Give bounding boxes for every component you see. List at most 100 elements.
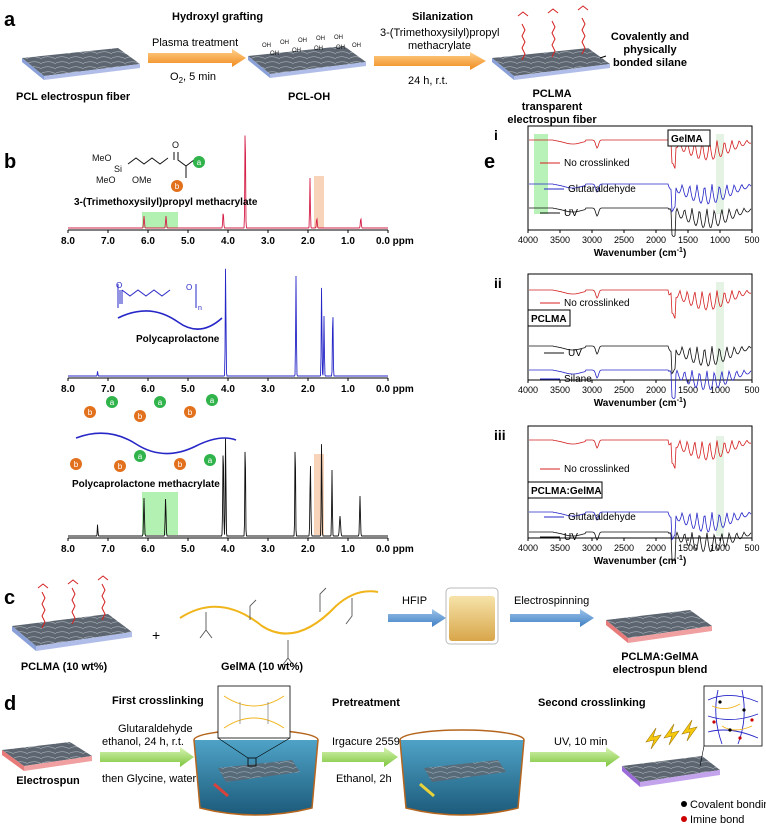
note-line3: bonded silane <box>613 57 687 69</box>
nmr-tick-label: 0.0 ppm <box>376 384 414 395</box>
ftir-trace-iii <box>529 531 752 562</box>
svg-text:OH: OH <box>298 38 307 44</box>
ftir-tick-label: 500 <box>744 235 759 245</box>
nmr-tick-label: 4.0 <box>221 384 235 395</box>
nmr-tick-label: 8.0 <box>61 544 75 555</box>
note-line1: Covalently and <box>611 31 689 43</box>
c-label-pclma: PCLMA (10 wt%) <box>21 661 108 673</box>
ftir-highlight <box>534 134 548 214</box>
nmr-tick-label: 6.0 <box>141 236 155 247</box>
highlight-orange-3 <box>314 454 324 535</box>
label-electrospun-fiber: electrospun fiber <box>507 114 597 126</box>
pcl-structure <box>117 284 223 330</box>
nmr-tick-label: 8.0 <box>61 236 75 247</box>
nmr-tick-label: 2.0 <box>301 384 315 395</box>
panel-label-e: e <box>484 151 495 173</box>
c-result1: PCLMA:GelMA <box>621 651 699 663</box>
pcl-o-top: O <box>116 281 122 290</box>
ftir-legend-label: No crosslinked <box>564 298 630 309</box>
ftir-tick-label: 2000 <box>646 235 666 245</box>
d-step2-b: Ethanol, 2h <box>336 773 392 785</box>
svg-text:MeO: MeO <box>96 175 116 185</box>
svg-text:a: a <box>138 452 143 461</box>
ftir-trace-ii <box>529 369 752 400</box>
nmr-tick-label: 1.0 <box>341 544 355 555</box>
d-zoom-box <box>217 685 291 759</box>
ftir-tick-label: 500 <box>744 385 759 395</box>
ftir-legend-label: No crosslinked <box>564 464 630 475</box>
ftir-box-iii: PCLMA:GelMA <box>527 481 603 499</box>
nmr-tick-label: 1.0 <box>341 384 355 395</box>
ftir-tick-label: 4000 <box>518 385 538 395</box>
nmr-tick-label: 3.0 <box>261 544 275 555</box>
svg-text:OH: OH <box>352 43 361 49</box>
ftir-sub-iii: iii <box>494 427 506 443</box>
svg-text:b: b <box>118 462 123 471</box>
ftir-trace-iii <box>529 511 752 541</box>
step2-top1: 3-(Trimethoxysilyl)propyl <box>380 27 499 39</box>
pclma-mat <box>492 48 610 80</box>
svg-text:Covalent bonding: Covalent bonding <box>690 799 766 811</box>
d-step3-title: Second crosslinking <box>538 697 646 709</box>
ftir-legend-label: No crosslinked <box>564 158 630 169</box>
ftir-tick-label: 3000 <box>582 385 602 395</box>
svg-text:a: a <box>110 398 115 407</box>
nmr-tick-label: 8.0 <box>61 384 75 395</box>
d-step2-title: Pretreatment <box>332 697 400 709</box>
d-arrow-1 <box>100 747 194 767</box>
ftir-legend-label: Glutaraldehyde <box>568 184 636 195</box>
svg-text:GelMA: GelMA <box>671 134 703 145</box>
highlight-green-3 <box>142 492 178 535</box>
ftir-tick-label: 2000 <box>646 543 666 553</box>
ftir-tick-label: 3500 <box>550 235 570 245</box>
c-blend-mat <box>606 610 712 643</box>
ftir-frame-i <box>527 125 753 231</box>
svg-text:b: b <box>178 460 183 469</box>
svg-text:a: a <box>210 396 215 405</box>
ftir-tick-label: 500 <box>744 543 759 553</box>
nmr-tick-label: 7.0 <box>101 236 115 247</box>
ftir-tick-label: 1500 <box>678 543 698 553</box>
ftir-tick-label: 1500 <box>678 235 698 245</box>
pclma-markers: b a b a b a b b a b a <box>70 394 218 472</box>
silane-chains <box>517 5 589 61</box>
ftir-highlight <box>716 134 724 214</box>
svg-text:MeO: MeO <box>92 153 112 163</box>
marker-a-1: a <box>193 156 205 168</box>
ftir-tick-label: 2000 <box>646 385 666 395</box>
ftir-trace-i <box>529 139 752 169</box>
svg-text:OH: OH <box>280 40 289 46</box>
d-step1-a: Glutaraldehyde <box>118 723 193 735</box>
svg-text:OH: OH <box>270 51 279 57</box>
nmr-tick-label: 0.0 ppm <box>376 236 414 247</box>
ftir-highlight <box>716 436 724 536</box>
nmr-spectrum-pcl <box>68 268 388 377</box>
d-label-electrospun: Electrospun <box>16 775 80 787</box>
arrow-orange-2 <box>374 52 486 70</box>
legend-imine: Imine bond <box>681 814 744 826</box>
nmr-tick-label: 1.0 <box>341 236 355 247</box>
svg-text:OH: OH <box>292 48 301 54</box>
d-electro-mat <box>2 742 92 771</box>
ftir-tick-label: 3000 <box>582 543 602 553</box>
d-step2-a: Irgacure 2559 <box>332 736 400 748</box>
c-electro: Electrospinning <box>514 595 589 607</box>
ftir-legend-label: UV <box>568 348 582 359</box>
nmr-tick-label: 7.0 <box>101 384 115 395</box>
caption-pcl: Polycaprolactone <box>136 334 220 345</box>
svg-text:b: b <box>88 408 93 417</box>
nmr-tick-label: 2.0 <box>301 544 315 555</box>
lightning-icons <box>645 719 698 750</box>
nmr-tick-label: 5.0 <box>181 236 195 247</box>
svg-text:a: a <box>158 398 163 407</box>
panel-label-d: d <box>4 693 16 715</box>
ftir-tick-label: 1500 <box>678 385 698 395</box>
pcl-o-end: O <box>186 283 192 292</box>
step1-title: Hydroxyl grafting <box>172 11 263 23</box>
svg-text:OH: OH <box>336 45 345 51</box>
d-step1-title: First crosslinking <box>112 695 204 707</box>
step2-bottom: 24 h, r.t. <box>408 75 448 87</box>
ftir-legend-label: Glutaraldehyde <box>568 512 636 523</box>
